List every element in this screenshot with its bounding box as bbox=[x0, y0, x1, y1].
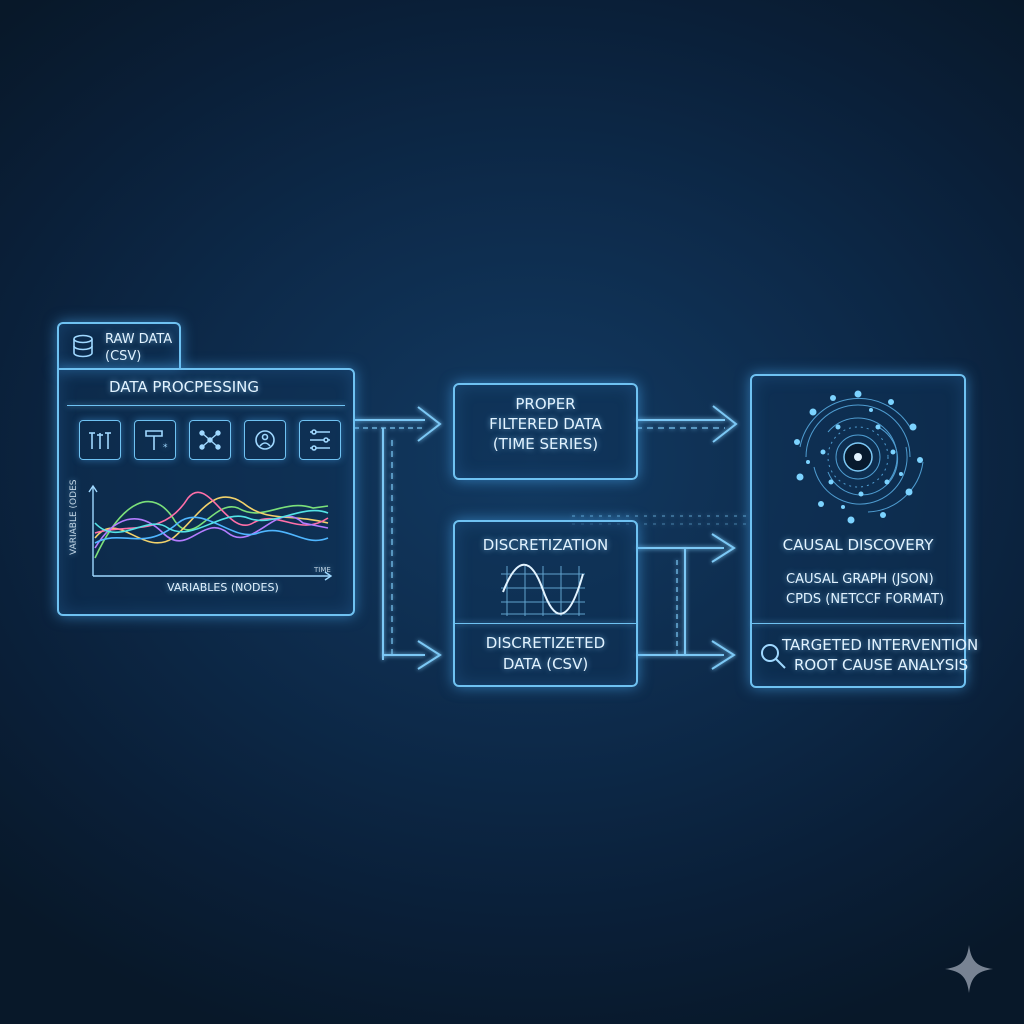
tool-tile-5[interactable] bbox=[299, 420, 341, 460]
nodes-icon bbox=[199, 430, 221, 450]
cpds-output: CPDS (NETCCF FORMAT) bbox=[786, 592, 945, 607]
magnifier-icon bbox=[761, 644, 786, 669]
series-line-yellow bbox=[94, 496, 329, 544]
tool-tile-3[interactable] bbox=[189, 420, 231, 460]
data-processing-panel: DATA PROCPESSING * bbox=[57, 368, 355, 616]
data-processing-title: DATA PROCPESSING bbox=[109, 378, 259, 396]
raw-data-format: (CSV) bbox=[105, 349, 142, 364]
gear-icon bbox=[255, 430, 275, 450]
causal-graph-output: CAUSAL GRAPH (JSON) bbox=[786, 572, 934, 587]
discretization-title: DISCRETIZATION bbox=[482, 536, 609, 554]
sparkle-icon bbox=[945, 945, 993, 993]
root-cause-analysis-label: ROOT CAUSE ANALYSIS bbox=[794, 656, 969, 674]
discretization-divider bbox=[455, 623, 636, 624]
wrench-icon bbox=[89, 432, 111, 449]
chart-x-end-label: TIME bbox=[314, 566, 331, 574]
series-line-cyan bbox=[94, 509, 329, 534]
raw-data-label: RAW DATA bbox=[105, 332, 173, 347]
discretized-line-2: DATA (CSV) bbox=[502, 655, 589, 673]
title-divider bbox=[67, 405, 345, 406]
filtered-line-3: (TIME SERIES) bbox=[492, 435, 599, 453]
filtered-data-box: PROPER FILTERED DATA (TIME SERIES) bbox=[453, 383, 638, 480]
discretization-box: DISCRETIZATION DISCRETIZETED DATA (CSV) bbox=[453, 520, 638, 687]
filtered-line-2: FILTERED DATA bbox=[489, 415, 602, 433]
sliders-icon bbox=[310, 429, 330, 451]
causal-graph-icon bbox=[794, 390, 924, 524]
raw-data-tab: RAW DATA (CSV) bbox=[57, 322, 181, 370]
time-series-chart bbox=[88, 484, 333, 581]
tool-tile-4[interactable] bbox=[244, 420, 286, 460]
series-line-green bbox=[94, 500, 329, 559]
hammer-icon: * bbox=[145, 430, 168, 453]
tool-tile-2[interactable]: * bbox=[134, 420, 176, 460]
filtered-line-1: PROPER bbox=[515, 395, 576, 413]
targeted-intervention-label: TARGETED INTERVENTION bbox=[782, 636, 979, 654]
series-line-pink bbox=[94, 491, 329, 534]
database-icon bbox=[73, 334, 93, 358]
causal-discovery-title: CAUSAL DISCOVERY bbox=[782, 536, 934, 554]
causal-discovery-panel: CAUSAL DISCOVERY CAUSAL GRAPH (JSON) CPD… bbox=[750, 374, 978, 688]
series-line-purple bbox=[94, 515, 329, 549]
causal-divider bbox=[752, 623, 964, 624]
chart-x-label: VARIABLES (NODES) bbox=[167, 581, 279, 594]
tool-tile-1[interactable] bbox=[79, 420, 121, 460]
discretized-line-1: DISCRETIZETED bbox=[485, 634, 606, 652]
svg-text:*: * bbox=[163, 443, 168, 453]
chart-y-label: VARIABLE (ODES bbox=[69, 479, 79, 555]
sine-grid-icon bbox=[501, 563, 585, 616]
